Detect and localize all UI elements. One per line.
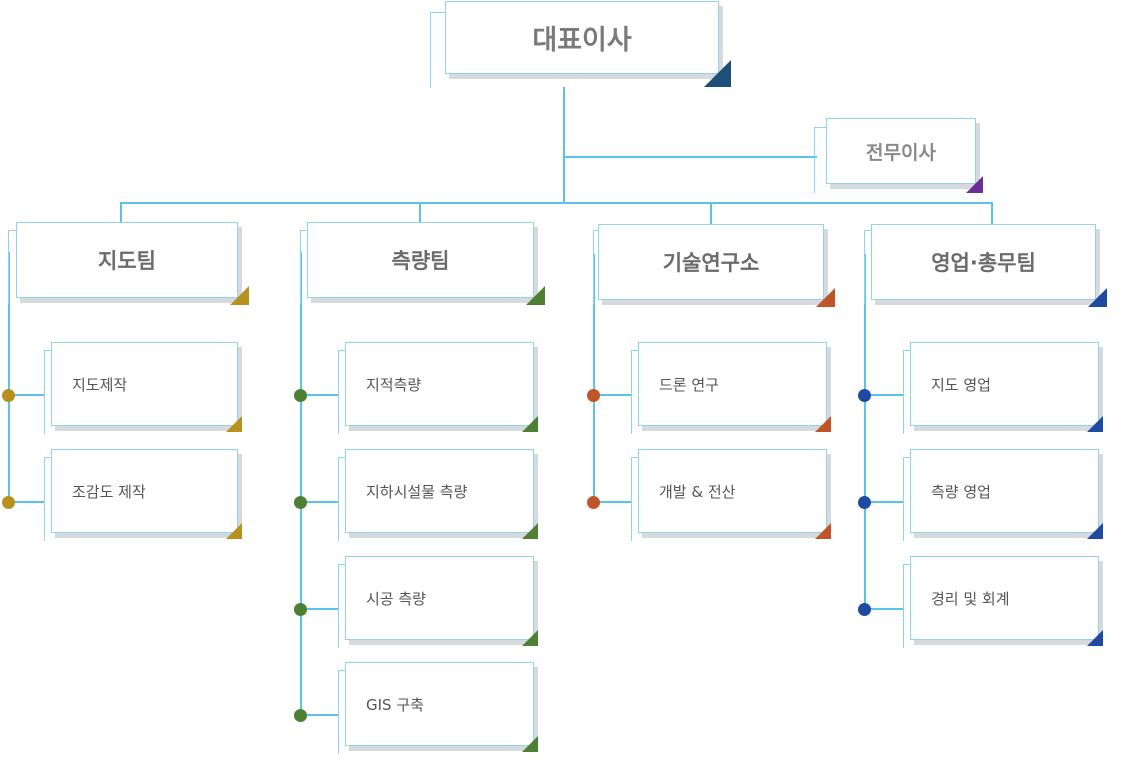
item-connector-0-1 (8, 501, 44, 503)
item-box-2-0: 드론 연구 (638, 342, 827, 426)
line-horizontal (120, 202, 993, 204)
item-label: 지적측량 (366, 375, 422, 394)
line-drop-team-2 (710, 202, 712, 224)
item-corner-marker-1-0 (522, 416, 538, 432)
team-box-2: 기술연구소 (598, 224, 824, 300)
item-box-0-0: 지도제작 (51, 342, 238, 426)
item-box-3-0: 지도 영업 (910, 342, 1099, 426)
item-connector-3-1 (864, 501, 903, 503)
item-connector-1-1 (300, 501, 338, 503)
team-corner-marker-0 (230, 286, 249, 305)
team-box-1: 측량팀 (307, 222, 534, 298)
team-spine-0 (8, 252, 10, 503)
team-label: 영업·총무팀 (931, 251, 1036, 275)
team-spine-3 (864, 254, 866, 610)
line-top-down (563, 87, 565, 204)
item-label: 지도 영업 (931, 375, 991, 394)
team-corner-marker-2 (816, 288, 835, 307)
line-to-side (563, 156, 817, 158)
item-bullet-1-1 (294, 496, 307, 509)
item-bullet-0-1 (2, 496, 15, 509)
team-spine-1 (300, 252, 302, 716)
item-bullet-3-0 (858, 389, 871, 402)
top-box-label: 대표이사 (532, 25, 632, 56)
item-connector-3-0 (864, 394, 903, 396)
item-label: 시공 측량 (366, 589, 426, 608)
item-box-3-2: 경리 및 회계 (910, 556, 1099, 640)
item-corner-marker-2-1 (815, 523, 831, 539)
item-corner-marker-1-1 (522, 523, 538, 539)
item-box-1-2: 시공 측량 (345, 556, 534, 640)
line-drop-team-1 (419, 202, 421, 222)
item-connector-0-0 (8, 394, 44, 396)
item-label: GIS 구축 (366, 695, 424, 714)
team-label: 측량팀 (391, 249, 450, 273)
item-connector-1-2 (300, 608, 338, 610)
item-bullet-1-2 (294, 603, 307, 616)
item-corner-marker-1-2 (522, 630, 538, 646)
item-box-3-1: 측량 영업 (910, 449, 1099, 533)
item-corner-marker-1-3 (522, 736, 538, 752)
team-box-3: 영업·총무팀 (871, 224, 1096, 300)
item-connector-1-3 (300, 714, 338, 716)
line-drop-team-0 (120, 202, 122, 222)
item-bullet-2-1 (587, 496, 600, 509)
team-corner-marker-1 (526, 286, 545, 305)
line-drop-team-3 (991, 202, 993, 224)
side-box: 전무이사 (826, 118, 976, 184)
item-label: 측량 영업 (931, 482, 991, 501)
item-corner-marker-3-0 (1087, 416, 1103, 432)
item-box-1-1: 지하시설물 측량 (345, 449, 534, 533)
item-bullet-1-3 (294, 709, 307, 722)
item-bullet-3-2 (858, 603, 871, 616)
item-bullet-2-0 (587, 389, 600, 402)
item-connector-2-1 (593, 501, 631, 503)
team-spine-2 (593, 254, 595, 503)
item-corner-marker-0-1 (226, 523, 242, 539)
item-bullet-0-0 (2, 389, 15, 402)
item-corner-marker-0-0 (226, 416, 242, 432)
team-box-0: 지도팀 (16, 222, 238, 298)
item-box-1-3: GIS 구축 (345, 662, 534, 746)
item-corner-marker-2-0 (815, 416, 831, 432)
item-label: 지도제작 (72, 375, 128, 394)
team-label: 지도팀 (98, 249, 156, 273)
team-corner-marker-3 (1088, 288, 1107, 307)
item-bullet-1-0 (294, 389, 307, 402)
item-label: 개발 & 전산 (659, 482, 736, 501)
item-connector-1-0 (300, 394, 338, 396)
item-label: 경리 및 회계 (931, 589, 1010, 608)
top-corner-marker (704, 60, 731, 87)
item-label: 조감도 제작 (72, 482, 146, 501)
item-connector-3-2 (864, 608, 903, 610)
item-corner-marker-3-2 (1087, 630, 1103, 646)
item-label: 드론 연구 (659, 375, 719, 394)
team-label: 기술연구소 (662, 251, 760, 275)
item-bullet-3-1 (858, 496, 871, 509)
item-box-0-1: 조감도 제작 (51, 449, 238, 533)
item-label: 지하시설물 측량 (366, 482, 468, 501)
side-box-label: 전무이사 (866, 141, 936, 164)
side-corner-marker (966, 176, 983, 193)
item-box-1-0: 지적측량 (345, 342, 534, 426)
top-box: 대표이사 (445, 1, 719, 74)
item-connector-2-0 (593, 394, 631, 396)
item-box-2-1: 개발 & 전산 (638, 449, 827, 533)
item-corner-marker-3-1 (1087, 523, 1103, 539)
